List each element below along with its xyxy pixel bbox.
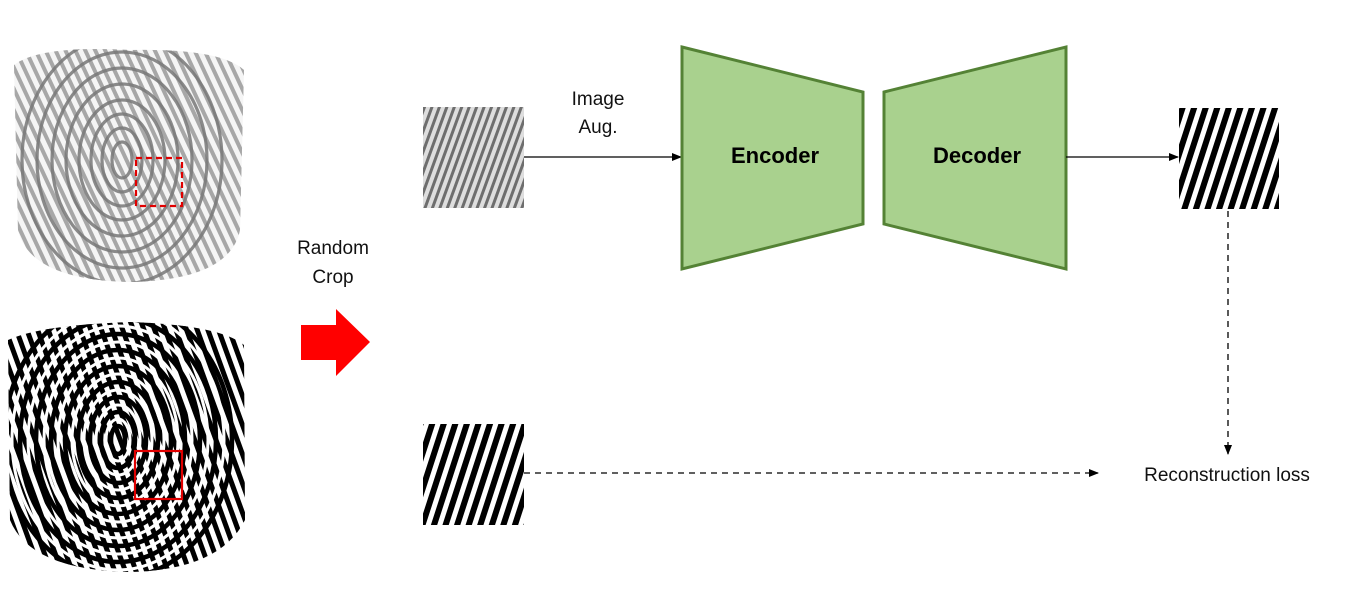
output-patch-image [1179, 108, 1279, 209]
big-red-arrow-icon [301, 309, 370, 376]
latent-fingerprint-image [14, 49, 244, 282]
latent-patch-image [423, 107, 524, 208]
reconstruction-loss-label: Reconstruction loss [1144, 465, 1310, 486]
target-patch-image [423, 424, 524, 525]
image-aug-label-line2: Aug. [578, 117, 617, 138]
decoder-label: Decoder [933, 143, 1021, 168]
random-crop-label-line1: Random [297, 238, 369, 259]
encoder-block [680, 45, 865, 271]
random-crop-label-line2: Crop [312, 267, 353, 288]
encoder-label: Encoder [731, 143, 819, 168]
crop-box-latent [134, 156, 184, 208]
image-aug-label-line1: Image [572, 89, 625, 110]
crop-box-enhanced [133, 449, 184, 501]
enhanced-fingerprint-image [8, 322, 245, 572]
decoder-block [882, 45, 1068, 271]
